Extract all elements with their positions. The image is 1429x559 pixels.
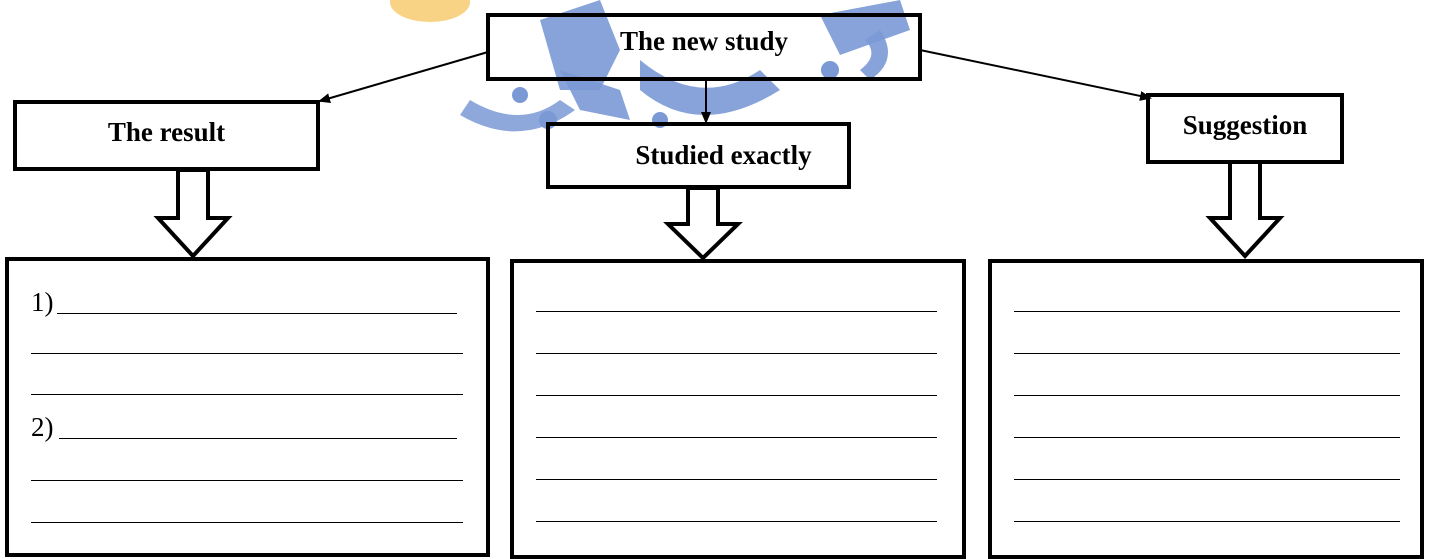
answer-line-6[interactable] [514,492,962,522]
answer-line-5[interactable] [992,450,1420,480]
watermark-logo [390,0,910,132]
answer-line-6[interactable] [9,493,486,523]
panel-result-answers: 1) 2) [5,257,490,557]
answer-line-6[interactable] [992,492,1420,522]
answer-line-3[interactable] [9,365,486,395]
answer-line-4[interactable] [514,408,962,438]
box-the-result: The result [13,100,320,171]
box-the-result-label: The result [107,117,226,147]
hollow-arrow-center [663,186,743,261]
panel-suggestion-answers [988,259,1424,559]
box-studied-exactly: Studied exactly [546,122,851,189]
answer-line-4[interactable]: 2) [9,409,486,442]
box-the-new-study: The new study [486,13,922,81]
answer-line-4[interactable] [992,408,1420,438]
hollow-arrow-left [153,168,233,259]
answer-number-1: 1) [31,287,54,317]
answer-line-3[interactable] [992,366,1420,396]
box-suggestion: Suggestion [1146,93,1344,164]
arrow-to-result [318,51,489,103]
box-suggestion-label: Suggestion [1182,110,1308,140]
answer-line-3[interactable] [514,366,962,396]
answer-line-2[interactable] [9,324,486,354]
panel-studied-exactly-answers [510,259,966,559]
flow-diagram: The new study The result Studied exactly… [5,0,1424,559]
box-studied-exactly-label: Studied exactly [635,140,812,170]
hollow-arrow-right [1205,160,1285,259]
box-the-new-study-label: The new study [619,25,789,56]
answer-number-2: 2) [31,412,54,442]
answer-line-2[interactable] [514,324,962,354]
arrow-to-suggestion [919,49,1152,101]
answer-line-5[interactable] [9,451,486,481]
answer-line-1[interactable] [992,282,1420,312]
answer-line-5[interactable] [514,450,962,480]
connector-arrows [153,49,1285,261]
answer-line-1[interactable] [514,282,962,312]
answer-line-1[interactable]: 1) [9,284,486,317]
answer-line-2[interactable] [992,324,1420,354]
